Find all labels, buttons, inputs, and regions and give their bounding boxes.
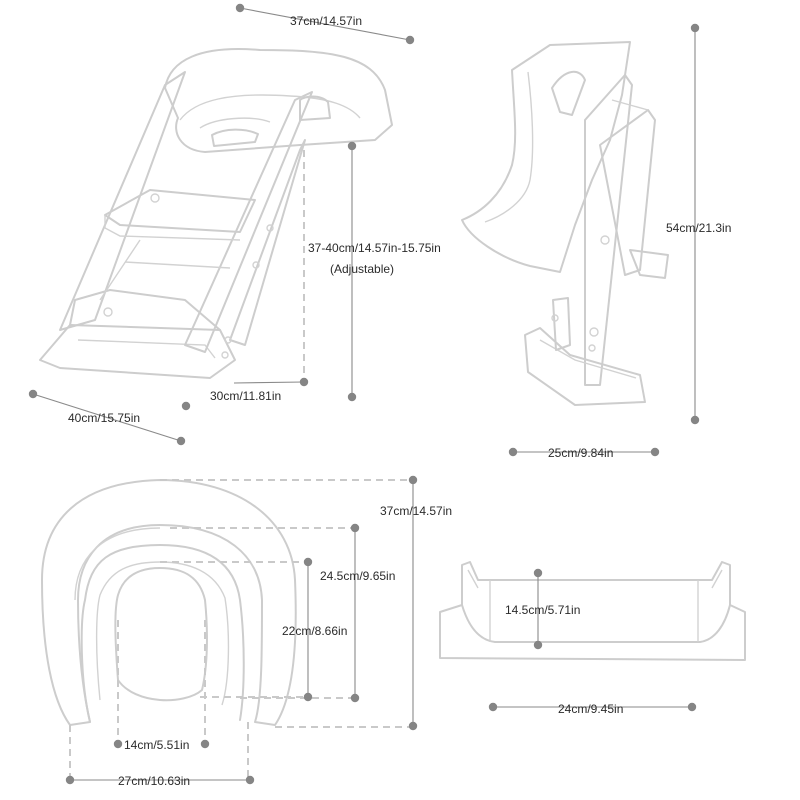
side-view-drawing <box>461 41 669 406</box>
side-height-label: 54cm/21.3in <box>666 221 731 235</box>
seat-length-label: 37cm/14.57in <box>380 504 452 518</box>
seat-hole-width-label: 14cm/5.51in <box>124 738 189 752</box>
ladder-potty-drawing <box>39 48 393 379</box>
step-drawing <box>439 561 746 661</box>
ladder-base-depth-label: 30cm/11.81in <box>210 389 281 403</box>
seat-top-view-drawing <box>41 479 297 726</box>
ladder-top-width-label: 37cm/14.57in <box>290 14 362 28</box>
seat-inner-length-label: 24.5cm/9.65in <box>320 569 395 583</box>
side-depth-label: 25cm/9.84in <box>548 446 613 460</box>
seat-guide-lines <box>69 479 412 778</box>
seat-hole-length-label: 22cm/8.66in <box>282 624 347 638</box>
dimension-lines <box>28 3 700 785</box>
ladder-length-label: 40cm/15.75in <box>68 411 140 425</box>
step-width-label: 24cm/9.45in <box>558 702 623 716</box>
adjustable-label: (Adjustable) <box>330 262 394 276</box>
ladder-height-label: 37-40cm/14.57in-15.75in <box>308 241 441 255</box>
step-depth-label: 14.5cm/5.71in <box>505 603 580 617</box>
seat-width-label: 27cm/10.63in <box>118 774 190 788</box>
